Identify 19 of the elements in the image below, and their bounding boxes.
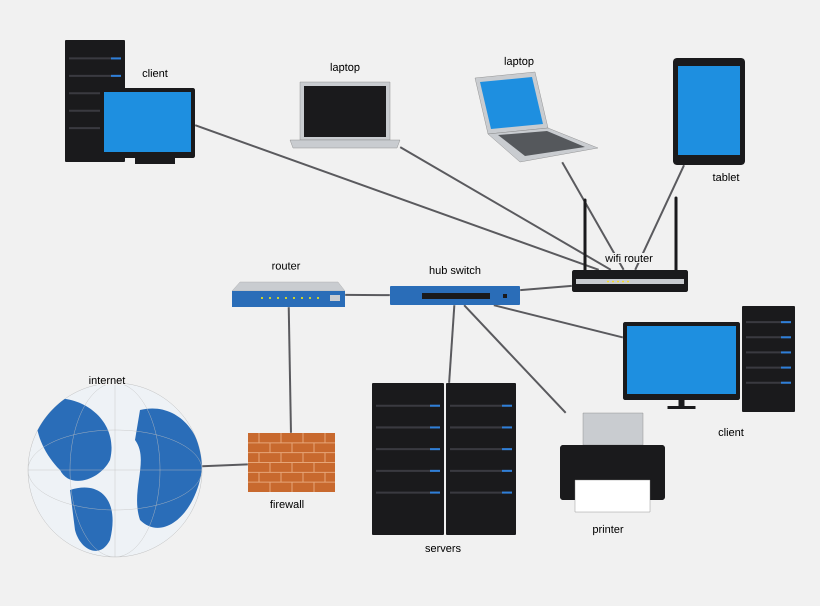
network-cable — [561, 162, 624, 270]
device-label: tablet — [712, 172, 740, 182]
network-cable — [494, 304, 624, 338]
device-label: laptop — [503, 56, 535, 68]
device-label: wifi router — [604, 252, 654, 264]
device-label: client — [141, 68, 169, 78]
device-label: internet — [88, 374, 126, 386]
network-cable — [634, 164, 685, 270]
network-cable — [288, 307, 292, 433]
device-label: laptop — [329, 62, 361, 74]
network-cable — [520, 284, 572, 292]
network-cable — [463, 304, 566, 414]
network-cable — [202, 463, 248, 468]
network-cable — [194, 124, 600, 271]
network-cable — [448, 305, 456, 383]
network-cable — [345, 294, 390, 296]
device-label: client — [717, 426, 745, 438]
device-label: hub switch — [428, 264, 482, 276]
network-cable — [400, 146, 612, 271]
